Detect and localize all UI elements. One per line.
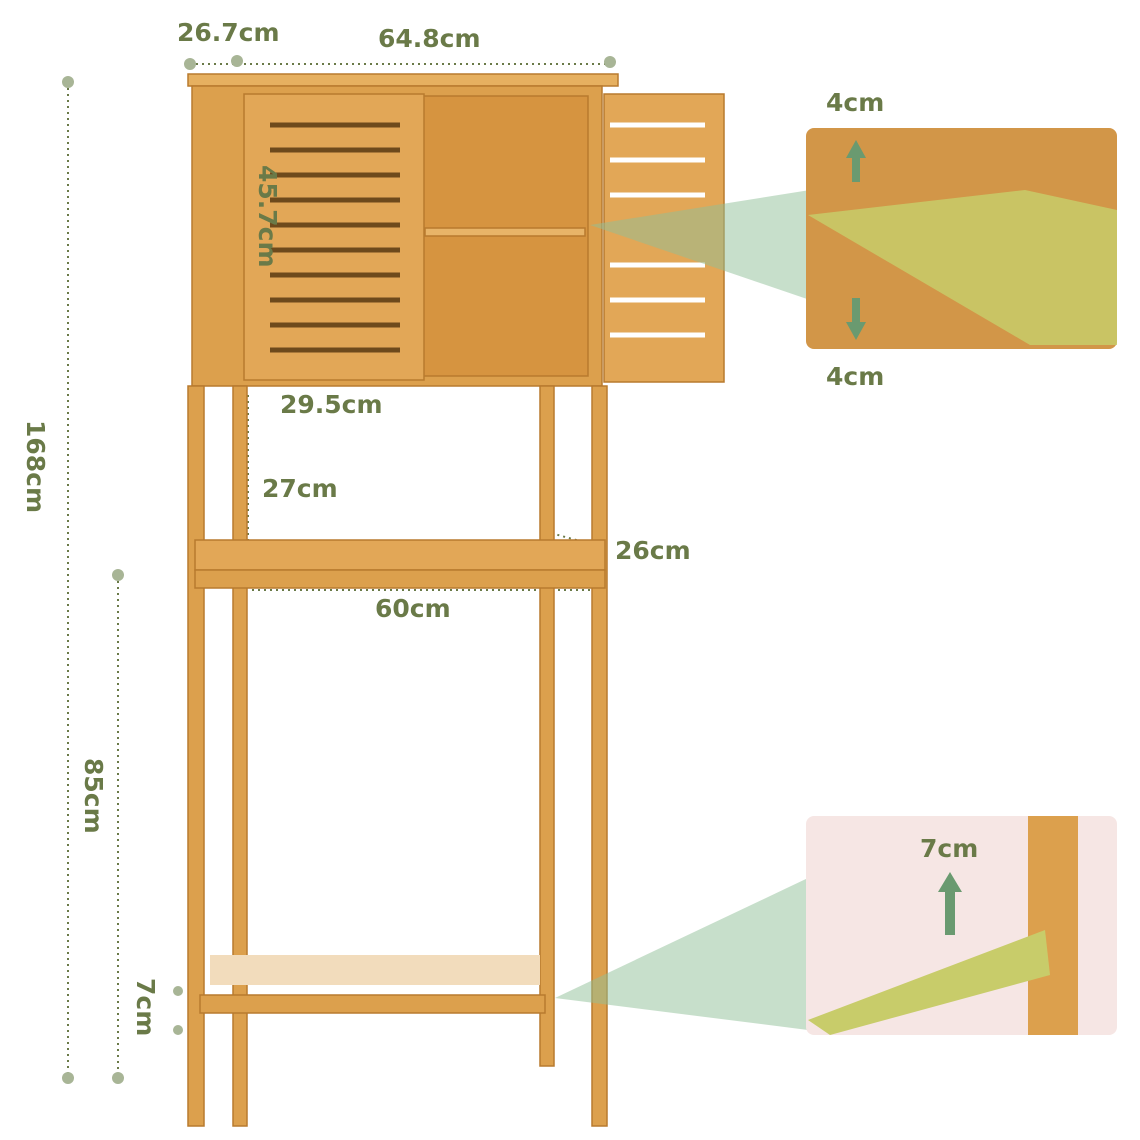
shelf-width-label: 60cm [375,594,451,623]
shelf-down-label: 4cm [826,362,885,391]
shelf-height-label: 85cm [79,758,108,834]
bar-adjust-label: 7cm [920,834,979,863]
shelf-up-label: 4cm [826,88,885,117]
cabinet [187,73,725,1127]
bar-height-label: 7cm [131,978,160,1037]
clearance-label: 27cm [262,474,338,503]
depth-label: 26.7cm [177,18,280,47]
zoom-beam-shelf [590,190,810,300]
door-width-label: 29.5cm [280,390,383,419]
width-label: 64.8cm [378,24,481,53]
inset-bar-detail [806,816,1117,1035]
zoom-beam-bar [555,878,808,1030]
shelf-depth-label: 26cm [615,536,691,565]
door-height-label: 45.7cm [253,165,282,268]
total-height-label: 168cm [21,420,50,514]
inset-shelf-detail [806,128,1117,349]
